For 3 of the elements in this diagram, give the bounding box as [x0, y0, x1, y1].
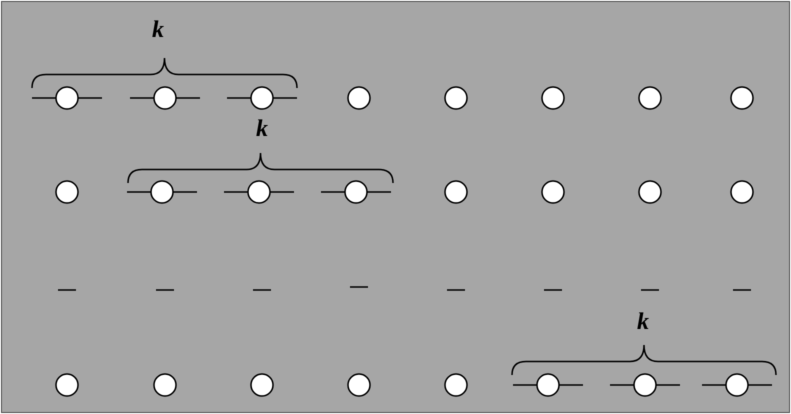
- brace-label: k: [637, 310, 649, 334]
- brace-label: k: [256, 117, 268, 141]
- brace-label: k: [152, 18, 164, 42]
